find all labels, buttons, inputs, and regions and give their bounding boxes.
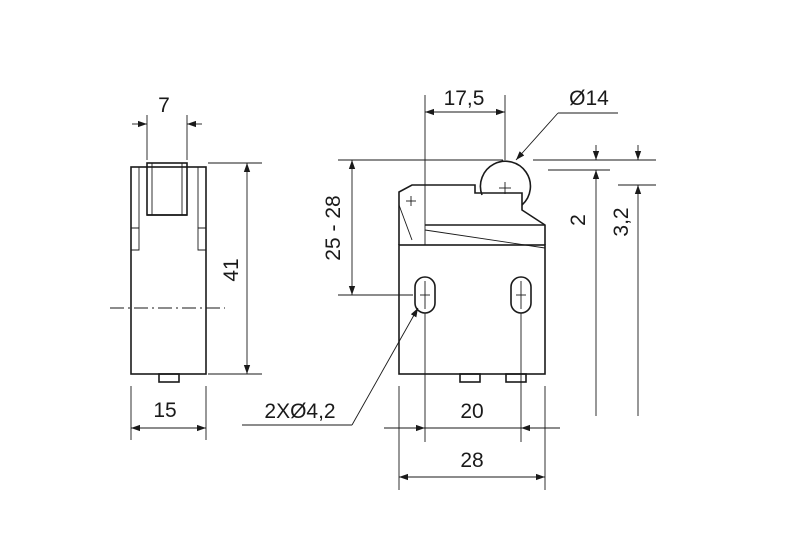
front-terminal-1 xyxy=(459,373,481,383)
front-roller xyxy=(479,160,532,206)
side-view: 7 41 15 xyxy=(110,94,262,440)
dim-body-width: 28 xyxy=(460,449,483,472)
dim-roller-offset: 17,5 xyxy=(444,87,485,110)
dim-hole-spec: 2XØ4,2 xyxy=(264,400,335,423)
front-view: 17,5 Ø14 25 - 28 2 3,2 2XØ4,2 20 xyxy=(242,87,656,490)
dim-roller-diameter: Ø14 xyxy=(569,87,609,110)
dim-side-height: 41 xyxy=(220,258,243,281)
front-body-outline xyxy=(398,244,546,375)
side-body-outline xyxy=(130,166,207,375)
front-terminal-2 xyxy=(505,373,527,383)
dim-side-bottom-width: 15 xyxy=(153,399,176,422)
dim-side-top-width: 7 xyxy=(158,94,170,117)
side-roller-block xyxy=(146,162,188,216)
dim-hole-spacing: 20 xyxy=(460,400,483,423)
front-actuator-housing xyxy=(398,184,546,245)
dim-travel-2: 2 xyxy=(567,214,590,226)
side-terminal xyxy=(158,373,180,383)
dim-travel-3-2: 3,2 xyxy=(610,207,633,236)
dim-lever-height: 25 - 28 xyxy=(322,195,345,260)
